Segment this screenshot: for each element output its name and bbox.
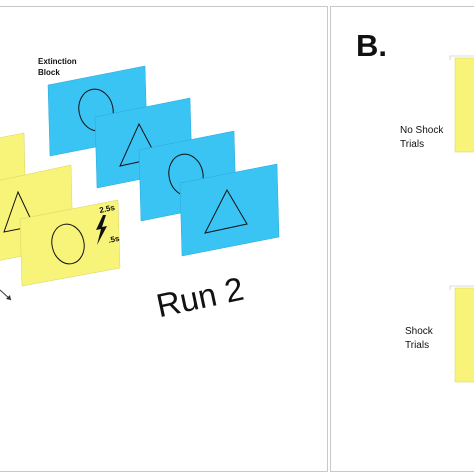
circle-shape-icon [51, 223, 85, 265]
no-shock-trials-label: No Shock Trials [400, 124, 456, 152]
no-shock-line1: No Shock [400, 125, 444, 136]
triangle-shape-icon [119, 122, 158, 167]
no-shock-bracket [449, 55, 474, 60]
timing-top-label: 2.5s [99, 203, 117, 215]
shock-line1: Shock [405, 326, 433, 337]
arrow-icon [0, 289, 12, 301]
shock-line2: Trials [405, 340, 430, 351]
shock-trials-bar [454, 287, 474, 383]
panel-b-frame [330, 6, 474, 472]
extinction-block-label: Extinction Block [38, 56, 108, 78]
triangle-shape-icon [3, 190, 35, 233]
block-label-line2: Block [38, 68, 60, 77]
yellow-card-stack [0, 132, 121, 287]
panel-b-letter: B. [356, 28, 387, 63]
block-label-line1: Extinction [38, 57, 77, 66]
panel-a-frame [0, 6, 328, 472]
yellow-card-circle [19, 199, 121, 287]
no-shock-trials-bar [454, 57, 474, 153]
timing-bottom-label: .5s [108, 234, 121, 245]
shock-bracket [449, 285, 474, 290]
lightning-bolt-icon [96, 215, 107, 245]
blue-card-stack [47, 65, 280, 257]
shock-trials-label: Shock Trials [405, 325, 453, 353]
no-shock-line2: Trials [400, 139, 425, 150]
triangle-shape-icon [204, 188, 248, 234]
